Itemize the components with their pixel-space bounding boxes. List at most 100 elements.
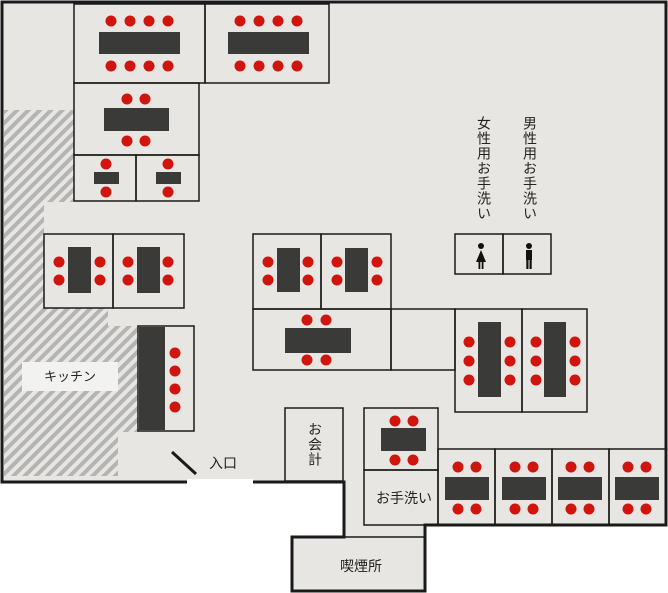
seat — [94, 274, 106, 286]
seat — [253, 60, 265, 72]
table — [502, 477, 546, 500]
seat — [565, 461, 577, 473]
seat — [569, 374, 581, 386]
seat — [569, 336, 581, 348]
seat — [302, 256, 314, 268]
seat — [100, 158, 112, 170]
seat — [389, 415, 401, 427]
seat — [569, 355, 581, 367]
seat — [565, 503, 577, 515]
kitchen-label: キッチン — [44, 370, 96, 385]
table — [99, 32, 180, 54]
table — [156, 172, 181, 184]
seat — [463, 374, 475, 386]
table — [139, 327, 165, 430]
seat — [527, 461, 539, 473]
mens-restroom-label: 男性用お手洗い — [521, 116, 537, 221]
seat — [169, 401, 181, 413]
seat — [640, 461, 652, 473]
seat — [583, 461, 595, 473]
seat — [622, 461, 634, 473]
seat — [320, 314, 332, 326]
seat — [105, 15, 117, 27]
seat — [407, 454, 419, 466]
seat — [262, 256, 274, 268]
seat — [162, 158, 174, 170]
entrance-label: 入口 — [209, 456, 237, 472]
seat — [291, 15, 303, 27]
seat — [331, 256, 343, 268]
seat — [162, 186, 174, 198]
seat — [169, 365, 181, 377]
seat — [291, 60, 303, 72]
table — [615, 477, 659, 500]
table — [228, 32, 309, 54]
seat — [139, 135, 151, 147]
seat — [139, 93, 151, 105]
table — [558, 477, 602, 500]
seat — [463, 355, 475, 367]
seat — [371, 274, 383, 286]
seat — [389, 454, 401, 466]
seat — [143, 60, 155, 72]
seat — [371, 256, 383, 268]
entrance-door — [170, 450, 198, 476]
seat — [530, 355, 542, 367]
seat — [301, 354, 313, 366]
seat — [331, 274, 343, 286]
seat — [262, 274, 274, 286]
table — [104, 108, 169, 131]
seat — [234, 15, 246, 27]
seat — [105, 60, 117, 72]
seat — [452, 461, 464, 473]
table — [68, 247, 91, 293]
seat — [463, 336, 475, 348]
seat — [124, 60, 136, 72]
seat — [94, 256, 106, 268]
table — [137, 247, 160, 293]
kitchen-label-bg — [22, 362, 118, 391]
seat — [169, 347, 181, 359]
seat — [272, 60, 284, 72]
seat — [234, 60, 246, 72]
seat — [162, 274, 174, 286]
seat — [124, 15, 136, 27]
table — [445, 477, 489, 500]
table — [478, 322, 501, 397]
seat — [53, 256, 65, 268]
seat — [100, 186, 112, 198]
seat — [527, 503, 539, 515]
seat — [302, 274, 314, 286]
womens-restroom-label: 女性用お手洗い — [475, 115, 491, 221]
seat — [143, 15, 155, 27]
table — [381, 428, 426, 451]
seat — [504, 355, 516, 367]
table — [277, 248, 300, 292]
seat — [162, 15, 174, 27]
seat — [301, 314, 313, 326]
table — [285, 328, 351, 353]
table — [94, 172, 119, 184]
seat — [320, 354, 332, 366]
seat — [622, 503, 634, 515]
seat — [452, 503, 464, 515]
entrance-gap — [187, 479, 253, 485]
seat — [162, 60, 174, 72]
smoking-area-label: 喫煙所 — [340, 559, 382, 575]
seat — [640, 503, 652, 515]
seat — [122, 256, 134, 268]
female-person-icon — [476, 243, 486, 269]
seat — [272, 15, 284, 27]
seat — [504, 336, 516, 348]
seat — [407, 415, 419, 427]
seat — [253, 15, 265, 27]
male-person-icon — [526, 243, 532, 269]
seat — [121, 93, 133, 105]
seat — [470, 461, 482, 473]
seat — [162, 256, 174, 268]
seat — [583, 503, 595, 515]
seat — [470, 503, 482, 515]
seat — [530, 374, 542, 386]
seat — [504, 374, 516, 386]
